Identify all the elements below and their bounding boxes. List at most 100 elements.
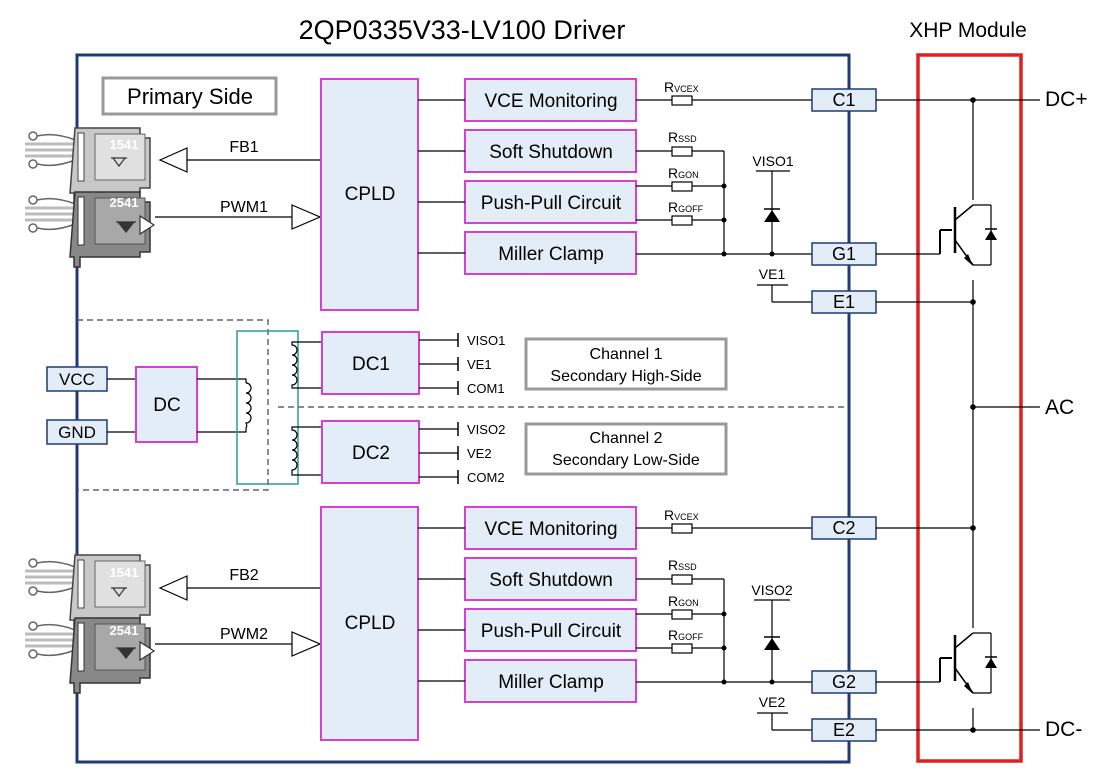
rgoff-2-label: RGOFF: [668, 627, 704, 643]
rvcex-1-label: RVCEX: [664, 79, 699, 95]
rssd-1-resistor: [671, 146, 693, 157]
dc2-block: [321, 420, 420, 484]
vcc-label: VCC: [59, 370, 95, 389]
opto-pwm2-label: 2541: [110, 623, 139, 638]
ve1-label: VE1: [759, 266, 786, 282]
igbt-upper-icon: [939, 200, 997, 280]
led-icon: [111, 157, 127, 167]
terminal-g2-label: G2: [832, 672, 856, 692]
rgoff-1-resistor: [671, 215, 693, 226]
miller-clamp-1-label: Miller Clamp: [498, 244, 604, 265]
terminal-c2-label: C2: [832, 518, 855, 538]
fb1-label: FB1: [229, 139, 258, 156]
terminal-g1-label: G1: [832, 244, 856, 264]
transformer-secondary-2-icon: [291, 426, 322, 476]
led-icon: [116, 221, 136, 233]
dc1-label: DC1: [352, 354, 390, 375]
igbt-lower-icon: [939, 628, 997, 708]
terminal-c1-label: C1: [832, 90, 855, 110]
channel-2-note-line2: Secondary Low-Side: [552, 452, 700, 469]
dc2-out-com2: COM2: [467, 470, 505, 485]
cpld-2-block: [320, 506, 419, 741]
dc-converter-block: [135, 366, 198, 443]
opto-pwm1-label: 2541: [110, 195, 139, 210]
cpld-1-label: CPLD: [345, 184, 396, 205]
driver-boundary: [75, 53, 851, 764]
module-title: XHP Module: [909, 19, 1027, 42]
transformer-primary-icon: [244, 382, 252, 429]
dc2-out-viso2: VISO2: [467, 422, 505, 437]
ac-label: AC: [1045, 396, 1074, 419]
opto-fb1-label: 1541: [110, 137, 139, 152]
rssd-2-label: RSSD: [668, 557, 697, 573]
rgoff-1-label: RGOFF: [668, 199, 704, 215]
gnd-label: GND: [58, 423, 96, 442]
fb1-buffer-triangle: [158, 147, 188, 173]
rvcex-1-resistor: [671, 95, 693, 106]
rssd-1-label: RSSD: [668, 129, 697, 145]
terminal-e1-label: E1: [833, 292, 855, 312]
push-pull-1-label: Push-Pull Circuit: [481, 193, 622, 214]
soft-shutdown-1-block: [464, 129, 637, 173]
ve2-label: VE2: [759, 694, 786, 710]
transformer-secondary-1-icon: [291, 341, 322, 389]
dc2-label: DC2: [352, 443, 390, 464]
channel-1-note-line2: Secondary High-Side: [550, 368, 701, 385]
rvcex-2-resistor: [671, 523, 693, 534]
dc2-out-ve2: VE2: [467, 446, 492, 461]
led-icon: [116, 647, 136, 659]
dc-converter-label: DC: [153, 395, 180, 416]
soft-shutdown-1-label: Soft Shutdown: [489, 142, 613, 163]
dc-plus-label: DC+: [1045, 88, 1088, 111]
buffer-icon: [139, 640, 156, 662]
channel-2-note-line1: Channel 2: [590, 430, 663, 447]
fb2-label: FB2: [229, 567, 258, 584]
channel-1: 1541 2541 FB1 PWM1 CPLD VCE Monitoring S…: [23, 78, 877, 314]
cpld-2-label: CPLD: [345, 613, 396, 634]
primary-side-box: [101, 76, 278, 116]
isolation-boundary: [77, 319, 269, 491]
power-stage: DC+ AC DC-: [876, 88, 1088, 741]
zener-diode-1-icon: [764, 210, 780, 222]
pwm2-buffer-triangle: [291, 631, 322, 657]
transformer-box: [236, 330, 299, 485]
terminal-e2-label: E2: [833, 720, 855, 740]
soft-shutdown-2-label: Soft Shutdown: [489, 570, 613, 591]
led-icon: [111, 587, 127, 597]
pwm1-buffer-triangle: [291, 204, 322, 230]
xhp-module-boundary: [916, 53, 1023, 763]
rssd-2-resistor: [671, 574, 693, 585]
driver-title: 2QP0335V33-LV100 Driver: [299, 15, 626, 45]
buffer-icon: [139, 214, 156, 236]
viso2-label: VISO2: [751, 582, 792, 598]
channel-2-note-box: [524, 422, 728, 476]
zener-diode-2-icon: [764, 638, 780, 650]
pwm1-label: PWM1: [220, 199, 268, 216]
channel-1-note-line1: Channel 1: [590, 346, 663, 363]
push-pull-2-label: Push-Pull Circuit: [481, 621, 622, 642]
rgon-1-resistor: [671, 181, 693, 192]
miller-clamp-1-block: [464, 231, 637, 275]
rvcex-2-label: RVCEX: [664, 507, 699, 523]
miller-clamp-2-label: Miller Clamp: [498, 672, 604, 693]
dc1-out-viso1: VISO1: [467, 333, 505, 348]
dc1-block: [321, 331, 420, 395]
cpld-1-block: [320, 78, 419, 311]
channel-2: 1541 2541 FB2 PWM2 CPLD VCE Monitoring S…: [23, 506, 877, 742]
primary-side-label: Primary Side: [127, 84, 253, 109]
rgon-2-label: RGON: [668, 593, 699, 609]
dc1-out-ve1: VE1: [467, 357, 492, 372]
dc-minus-label: DC-: [1045, 718, 1082, 741]
power-supply: VCC GND DC DC1 DC2 VISO1 VE1 COM1: [46, 330, 728, 485]
opto-fb2-label: 1541: [110, 565, 139, 580]
rgoff-2-resistor: [671, 643, 693, 654]
fb2-buffer-triangle: [158, 575, 188, 601]
vce-monitoring-1-label: VCE Monitoring: [484, 91, 617, 112]
pwm2-label: PWM2: [220, 626, 268, 643]
rgon-1-label: RGON: [668, 165, 699, 181]
viso1-label: VISO1: [752, 153, 793, 169]
vce-monitoring-2-label: VCE Monitoring: [484, 519, 617, 540]
rgon-2-resistor: [671, 609, 693, 620]
channel-1-note-box: [524, 337, 728, 391]
